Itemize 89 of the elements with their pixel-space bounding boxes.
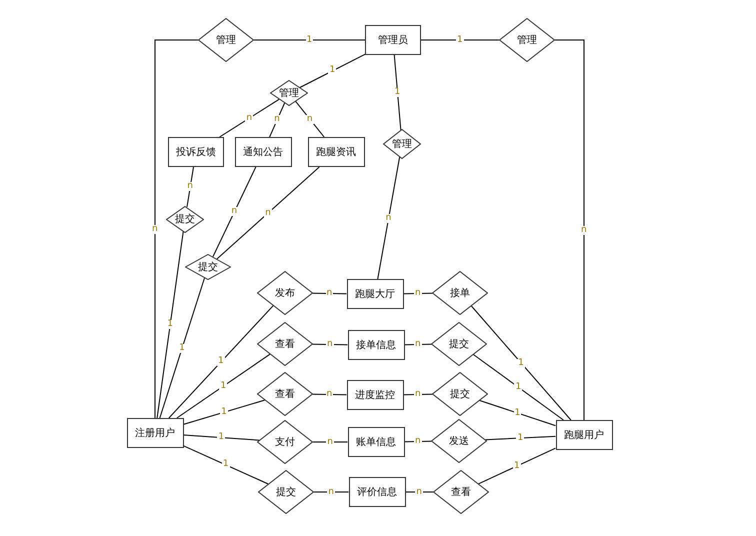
entity-box: 账单信息: [348, 427, 404, 457]
cardinality-label: 1: [217, 357, 225, 366]
cardinality-label: n: [326, 390, 334, 399]
cardinality-label: 1: [166, 320, 174, 330]
relationship-diamond: 发送: [431, 419, 487, 463]
connector-line: [394, 54, 402, 130]
cardinality-label: 1: [220, 408, 228, 417]
connector-line: [168, 305, 274, 418]
connector-line: [479, 400, 556, 426]
cardinality-label: n: [264, 208, 272, 218]
relationship-diamond: 管理: [198, 18, 254, 62]
relationship-diamond: 查看: [433, 470, 489, 514]
cardinality-label: n: [384, 214, 392, 223]
entity-box: 跑腿资讯: [308, 137, 364, 167]
connector-line: [295, 100, 325, 138]
connector-line: [312, 292, 347, 294]
relationship-diamond: 发布: [257, 271, 313, 315]
entity-box: 跑腿用户: [556, 420, 612, 450]
connector-line: [403, 292, 433, 294]
cardinality-label: n: [327, 488, 335, 496]
cardinality-label: 1: [394, 88, 402, 97]
relationship-diamond: 提交: [432, 372, 488, 416]
entity-box: 跑腿大厅: [346, 279, 404, 309]
entity-box: 注册用户: [126, 418, 184, 448]
cardinality-label: n: [415, 488, 423, 496]
cardinality-label: n: [326, 340, 334, 349]
relationship-diamond: 查看: [257, 322, 313, 366]
cardinality-label: n: [414, 436, 422, 446]
cardinality-label: n: [151, 224, 159, 234]
cardinality-label: 1: [222, 460, 230, 470]
relationship-diamond: 管理: [499, 18, 555, 62]
cardinality-label: n: [273, 115, 281, 124]
relationship-diamond: 支付: [257, 420, 313, 464]
connector-line: [299, 54, 366, 88]
connector-line: [183, 400, 266, 425]
cardinality-label: n: [326, 438, 334, 446]
relationship-diamond: 提交: [185, 254, 231, 280]
connector-line: [312, 394, 347, 396]
connector-line: [403, 394, 433, 396]
entity-box: 通知公告: [234, 137, 292, 167]
connector-line: [473, 354, 564, 420]
cardinality-label: n: [414, 288, 422, 298]
connector-line: [377, 156, 400, 280]
cardinality-label: 1: [517, 358, 525, 368]
connector-line: [183, 445, 269, 484]
connector-line: [156, 230, 184, 418]
cardinality-label: n: [414, 390, 422, 399]
cardinality-label: n: [230, 207, 238, 216]
cardinality-label: 1: [178, 344, 186, 352]
connector-line: [478, 448, 556, 484]
connector-line: [212, 166, 256, 258]
connector-line: [176, 354, 270, 418]
connector-line: [470, 306, 572, 420]
relationship-diamond: 查看: [257, 372, 313, 416]
cardinality-label: 1: [513, 462, 521, 471]
connector-line: [219, 98, 280, 138]
cardinality-label: n: [326, 288, 334, 298]
entity-box: 投诉反馈: [168, 137, 224, 167]
relationship-diamond: 提交: [166, 206, 204, 232]
relationship-diamond: 接单: [432, 271, 488, 315]
cardinality-label: 1: [219, 382, 228, 391]
entity-box: 接单信息: [348, 330, 404, 360]
cardinality-label: 1: [514, 382, 522, 392]
connector-line: [186, 166, 194, 208]
cardinality-label: n: [580, 226, 588, 234]
entity-box: 管理员: [365, 25, 421, 55]
entity-box: 评价信息: [348, 477, 406, 507]
cardinality-label: 1: [516, 434, 524, 443]
cardinality-label: n: [414, 340, 422, 349]
relationship-diamond: 提交: [258, 470, 314, 514]
connector-line: [554, 40, 584, 420]
connector-line: [216, 166, 320, 260]
cardinality-label: n: [245, 114, 254, 123]
entity-box: 进度监控: [346, 380, 404, 410]
connector-line: [312, 344, 348, 346]
cardinality-label: 1: [514, 408, 522, 418]
relationship-diamond: 管理: [270, 80, 308, 106]
relationship-diamond: 提交: [431, 322, 487, 366]
connector-line: [159, 278, 205, 418]
cardinality-label: n: [186, 182, 194, 192]
cardinality-label: 1: [306, 36, 314, 44]
cardinality-label: 1: [456, 36, 464, 44]
connector-line: [269, 102, 286, 138]
cardinality-label: n: [306, 114, 314, 124]
connector-line: [484, 436, 556, 440]
cardinality-label: 1: [328, 66, 336, 76]
connector-line: [154, 40, 198, 418]
relationship-diamond: 管理: [383, 129, 421, 159]
connector-line: [183, 434, 260, 441]
